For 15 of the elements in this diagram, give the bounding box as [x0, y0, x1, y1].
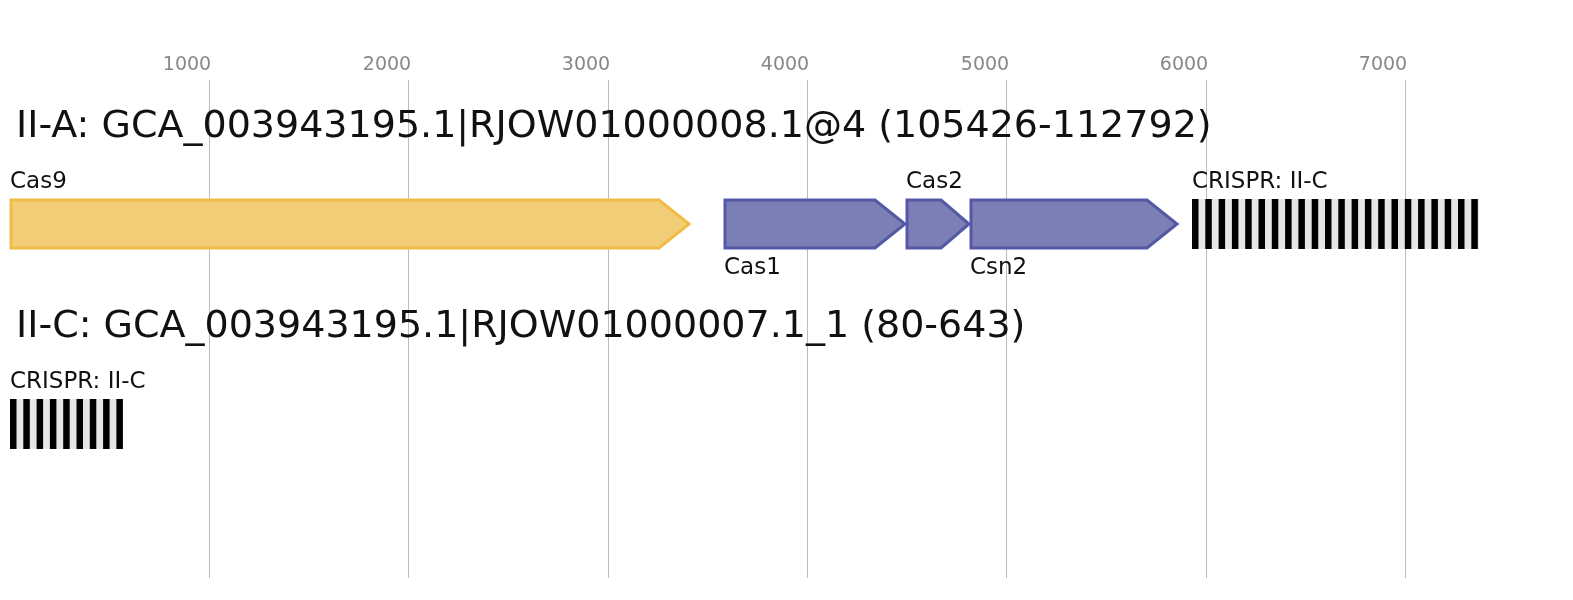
gene-label: Csn2: [970, 253, 1028, 279]
gene-label: Cas1: [724, 253, 781, 279]
axis-tick-label: 4000: [760, 52, 810, 74]
track-title: II-A: GCA_003943195.1|RJOW01000008.1@4 (105426-112792): [16, 102, 1212, 146]
axis-tick-label: 6000: [1159, 52, 1209, 74]
axis-tick-label: 3000: [561, 52, 611, 74]
axis-tick-label: 5000: [960, 52, 1010, 74]
gene-label: CRISPR: II-C: [10, 367, 146, 393]
gene-label: Cas2: [906, 167, 963, 193]
axis-tick-label: 2000: [362, 52, 412, 74]
gene-label: CRISPR: II-C: [1192, 167, 1328, 193]
track-title: II-C: GCA_003943195.1|RJOW01000007.1_1 (80-643): [16, 302, 1026, 346]
gene-label: Cas9: [10, 167, 67, 193]
axis-tick-label: 1000: [162, 52, 212, 74]
axis-tick-label: 7000: [1358, 52, 1408, 74]
